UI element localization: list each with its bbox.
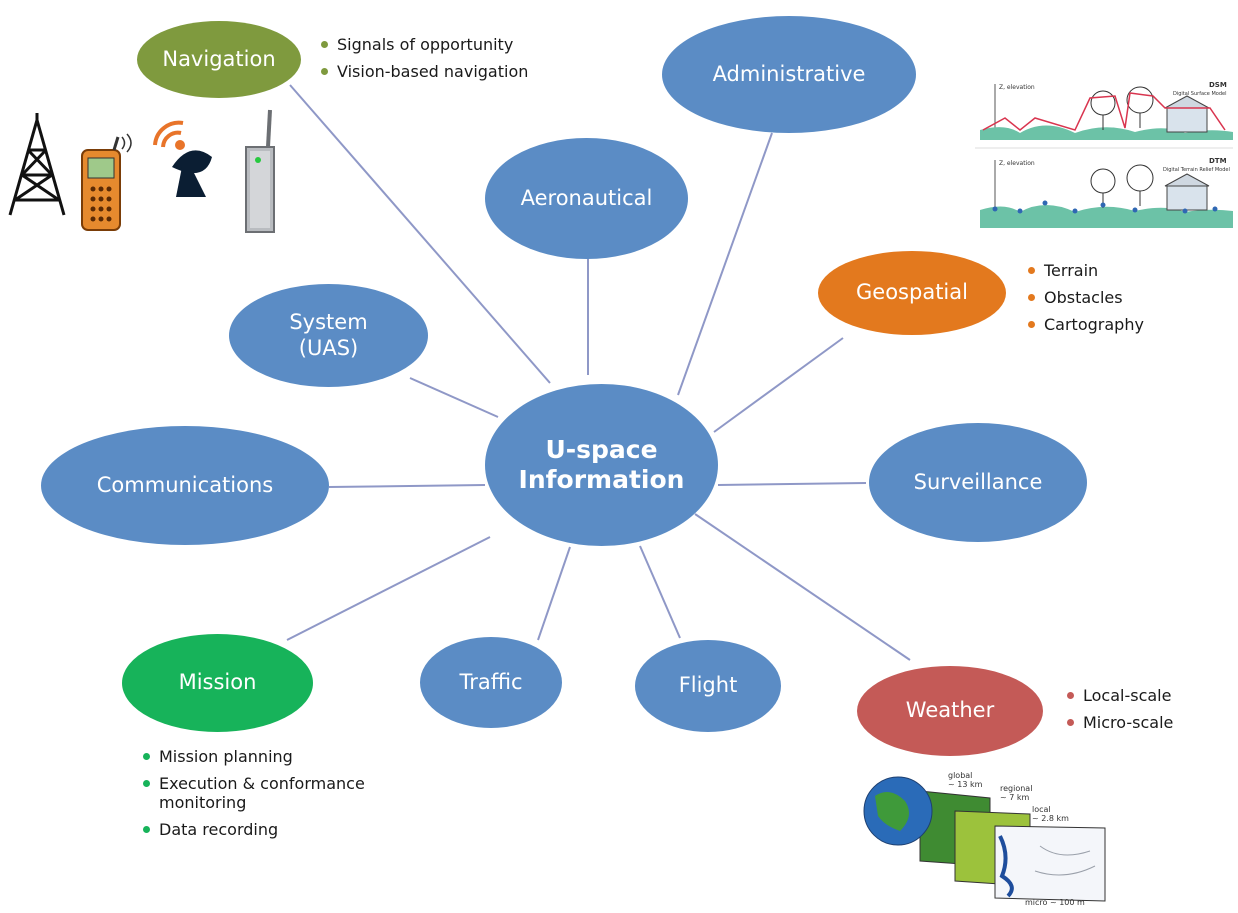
bullet-dot <box>143 780 150 787</box>
terrain-model-graphic: Z, elevation DSM Digital Surface Model Z… <box>975 78 1233 233</box>
micro-label: micro ~ 100 m <box>1025 898 1085 906</box>
list-item: Execution & conformance monitoring <box>143 774 403 812</box>
list-item: Obstacles <box>1028 288 1144 307</box>
dtm-caption: Digital Terrain Relief Model <box>1163 167 1230 173</box>
axis-label-dtm: Z, elevation <box>999 160 1035 167</box>
weather-models-illustration: global ~ 13 km regional ~ 7 km local ~ 2… <box>860 766 1110 907</box>
link-navigation <box>289 84 551 384</box>
local-label: local <box>1032 805 1051 814</box>
regional-res: ~ 7 km <box>1000 793 1030 802</box>
list-item: Data recording <box>143 820 403 839</box>
list-item: Terrain <box>1028 261 1144 280</box>
node-traffic: Traffic <box>420 637 562 728</box>
link-mission <box>286 536 491 641</box>
bullet-dot <box>143 826 150 833</box>
list-item: Local-scale <box>1067 686 1173 705</box>
node-system: System (UAS) <box>229 284 428 387</box>
bullet-dot <box>1028 321 1035 328</box>
global-label: global <box>948 771 972 780</box>
bullet-text: Local-scale <box>1083 686 1172 705</box>
bullet-dot <box>1028 267 1035 274</box>
bullet-text: Terrain <box>1044 261 1099 280</box>
bullet-text: Micro-scale <box>1083 713 1174 732</box>
node-aeronautical-label: Aeronautical <box>520 185 653 210</box>
radio-tower-icon <box>8 109 275 233</box>
dsm-label: DSM <box>1209 81 1227 89</box>
dsm-caption: Digital Surface Model <box>1173 91 1226 97</box>
bullet-text: Data recording <box>159 820 279 839</box>
link-surveillance <box>717 482 867 486</box>
list-item: Micro-scale <box>1067 713 1173 732</box>
node-communications: Communications <box>41 426 329 545</box>
list-item: Vision-based navigation <box>321 62 528 81</box>
node-flight: Flight <box>635 640 781 732</box>
node-navigation-label: Navigation <box>162 46 276 71</box>
bullet-text: Signals of opportunity <box>337 35 514 54</box>
node-mission: Mission <box>122 634 313 732</box>
mobile-phone-icon <box>81 133 132 231</box>
link-weather <box>694 513 911 661</box>
node-surveillance: Surveillance <box>869 423 1087 542</box>
geospatial-bullets: Terrain Obstacles Cartography <box>1028 261 1144 342</box>
global-res: ~ 13 km <box>948 780 983 789</box>
center-node: U-space Information <box>485 384 718 546</box>
mission-bullets: Mission planning Execution & conformance… <box>143 747 403 847</box>
link-geospatial <box>713 337 844 433</box>
link-administrative <box>677 132 773 396</box>
satellite-dish-icon <box>153 120 212 197</box>
local-res: ~ 2.8 km <box>1032 814 1069 823</box>
link-system <box>409 377 499 418</box>
node-geospatial: Geospatial <box>818 251 1006 335</box>
terrain-models-illustration: Z, elevation DSM Digital Surface Model Z… <box>975 78 1233 233</box>
node-mission-label: Mission <box>178 670 257 695</box>
link-flight <box>639 545 681 639</box>
node-administrative: Administrative <box>662 16 916 133</box>
bullet-text: Mission planning <box>159 747 293 766</box>
link-communications <box>328 484 486 488</box>
node-navigation: Navigation <box>137 21 301 98</box>
center-label-line2: Information <box>518 465 685 494</box>
node-flight-label: Flight <box>678 673 738 698</box>
weather-model-graphic: global ~ 13 km regional ~ 7 km local ~ 2… <box>860 766 1110 907</box>
wifi-router-icon <box>245 109 275 233</box>
list-item: Signals of opportunity <box>321 35 528 54</box>
bullet-text: Cartography <box>1044 315 1144 334</box>
axis-label-dsm: Z, elevation <box>999 84 1035 91</box>
node-system-label-line1: System <box>289 310 368 335</box>
node-geospatial-label: Geospatial <box>856 280 968 305</box>
bullet-dot <box>321 68 328 75</box>
bullet-dot <box>1028 294 1035 301</box>
bullet-text: Execution & conformance monitoring <box>159 774 365 812</box>
bullet-dot <box>1067 692 1074 699</box>
list-item: Mission planning <box>143 747 403 766</box>
node-traffic-label: Traffic <box>459 669 523 694</box>
bullet-dot <box>321 41 328 48</box>
node-weather-label: Weather <box>905 698 995 723</box>
weather-bullets: Local-scale Micro-scale <box>1067 686 1173 740</box>
navigation-illustration <box>0 105 290 235</box>
node-administrative-label: Administrative <box>712 61 866 86</box>
dtm-label: DTM <box>1209 157 1227 165</box>
regional-label: regional <box>1000 784 1032 793</box>
node-system-label-line2: (UAS) <box>298 335 359 360</box>
navigation-bullets: Signals of opportunity Vision-based navi… <box>321 35 528 89</box>
node-weather: Weather <box>857 666 1043 756</box>
node-surveillance-label: Surveillance <box>913 469 1043 494</box>
bullet-dot <box>1067 719 1074 726</box>
bullet-dot <box>143 753 150 760</box>
link-traffic <box>537 546 571 641</box>
node-communications-label: Communications <box>96 472 274 497</box>
center-label-line1: U-space <box>545 435 658 464</box>
bullet-text: Vision-based navigation <box>337 62 529 81</box>
list-item: Cartography <box>1028 315 1144 334</box>
bullet-text: Obstacles <box>1044 288 1123 307</box>
node-aeronautical: Aeronautical <box>485 138 688 259</box>
